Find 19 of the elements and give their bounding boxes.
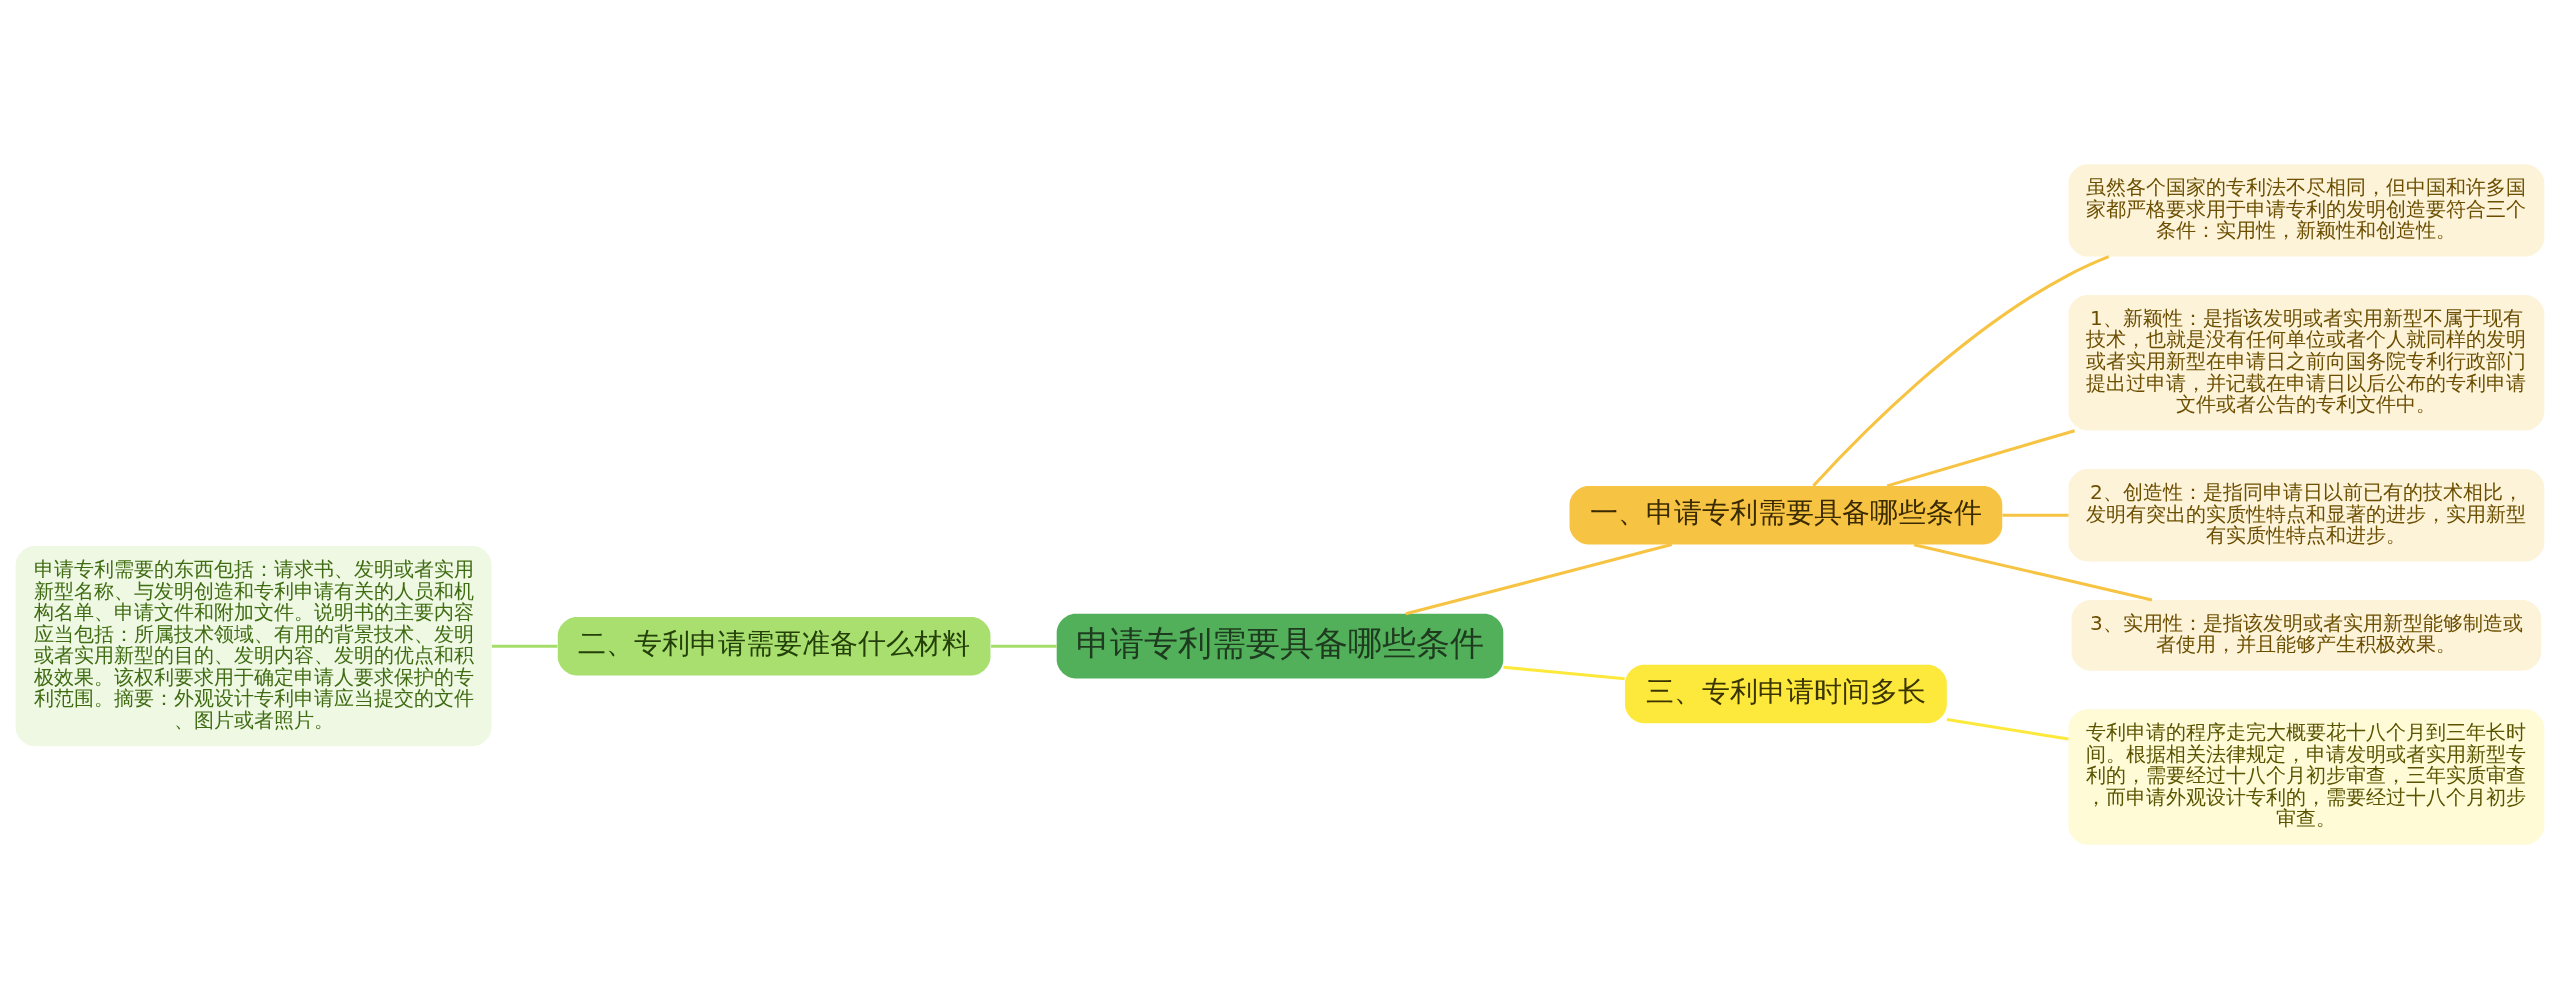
node-box: 一、申请专利需要具备哪些条件 [1569, 485, 2003, 545]
connector [491, 644, 558, 648]
node-box: 申请专利需要具备哪些条件 [1056, 613, 1504, 678]
node-box: 申请专利需要的东西包括：请求书、发明或者实用新型名称、与发明创造和专利申请有关的人员和机构名单、申请文件和附加文件。说明书的主要内容应当包括：所属技术领域、有用的背景技术、发明或者实用新型的目的、发明内容、发明的优点和积极效果。该权利要求用于确定申请人要求保护的专利范围。摘要：外观设计专利申请应当提交的文件、图片或者照片。 [15, 545, 492, 746]
connector [1913, 542, 2153, 601]
node-box: 二、专利申请需要准备什么材料 [557, 616, 991, 675]
node-box: 1、新颖性：是指该发明或者实用新型不属于现有技术，也就是没有任何单位或者个人就同样的发明或者实用新型在申请日之前向国务院专利行政部门提出过申请，并记载在申请日以后公布的专利申请文件或者公告的专利文件中。 [2068, 294, 2545, 431]
connector [1405, 542, 1673, 615]
connector [1886, 428, 2076, 487]
connector [1503, 665, 1625, 680]
connector [2002, 513, 2069, 517]
connector [1812, 254, 2110, 487]
node-box: 3、实用性：是指该发明或者实用新型能够制造或者使用，并且能够产生积极效果。 [2071, 599, 2542, 671]
node-box: 2、创造性：是指同申请日以前已有的技术相比，发明有突出的实质性特点和显著的进步，实用新型有实质性特点和进步。 [2068, 468, 2545, 561]
connector [1946, 717, 2069, 741]
connector [991, 644, 1057, 648]
node-box: 三、专利申请时间多长 [1624, 664, 1947, 723]
node-box: 虽然各个国家的专利法不尽相同，但中国和许多国家都严格要求用于申请专利的发明创造要符合三个条件：实用性，新颖性和创造性。 [2068, 163, 2545, 257]
node-box: 专利申请的程序走完大概要花十八个月到三年长时间。根据相关法律规定，申请发明或者实用新型专利的，需要经过十八个月初步审查，三年实质审查，而申请外观设计专利的，需要经过十八个月初步审查。 [2068, 708, 2545, 845]
